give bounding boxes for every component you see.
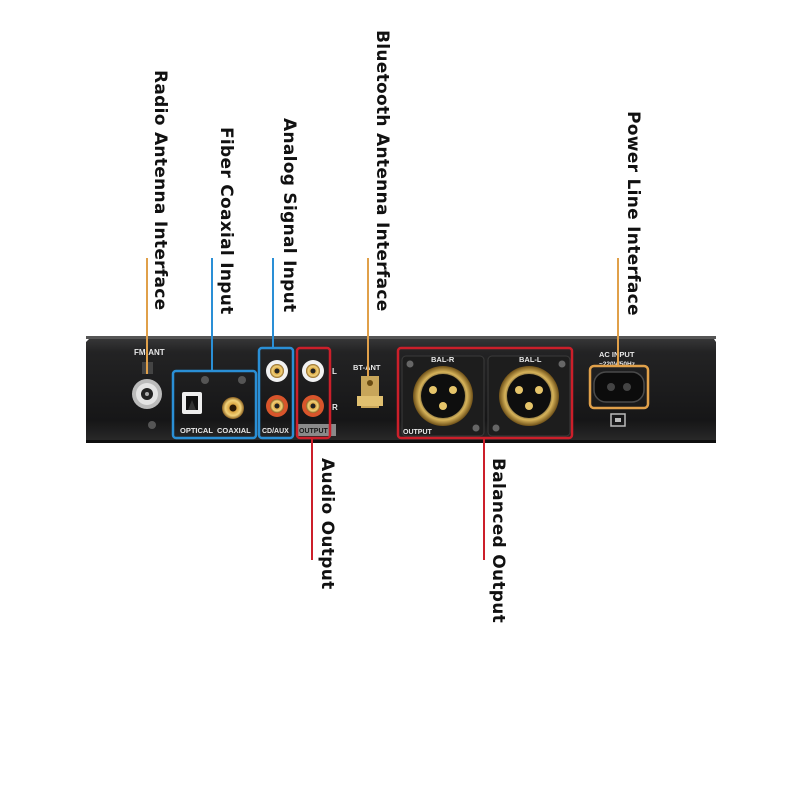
bt-ant-label: BT-ANT xyxy=(353,363,381,372)
radio-antenna-callout: Radio Antenna Interface xyxy=(150,70,170,311)
coaxial-label: COAXIAL xyxy=(217,426,251,435)
bluetooth-antenna-callout: Bluetooth Antenna Interface xyxy=(372,30,392,312)
xlr-bal-r xyxy=(401,355,485,437)
xlr-bal-l xyxy=(487,355,571,437)
cd-aux-label: CD/AUX xyxy=(262,428,289,435)
channel-l-label: L xyxy=(332,367,337,376)
coaxial-input xyxy=(222,397,244,419)
analog-input-highlight xyxy=(257,346,295,440)
bal-l-label: BAL-L xyxy=(519,355,542,364)
bt-antenna-connector xyxy=(357,376,383,408)
screw xyxy=(148,421,156,429)
power-line-callout: Power Line Interface xyxy=(623,111,643,316)
fm-antenna-jack xyxy=(132,362,162,409)
rca-output-jacks xyxy=(296,360,336,436)
bal-r-label: BAL-R xyxy=(431,355,455,364)
screw xyxy=(201,376,209,384)
channel-r-label: R xyxy=(332,403,338,412)
optical-label: OPTICAL xyxy=(180,426,213,435)
ac-input-label: AC INPUT xyxy=(599,350,635,359)
optical-input xyxy=(182,392,202,414)
ac-power-inlet xyxy=(593,371,645,427)
cd-aux-inputs xyxy=(266,360,288,417)
fm-ant-label: FM-ANT xyxy=(134,348,165,357)
fiber-coaxial-highlight xyxy=(171,369,258,440)
balanced-output-callout: Balanced Output xyxy=(488,458,508,624)
output-rca-label: OUTPUT xyxy=(299,428,329,435)
xlr-output-label: OUTPUT xyxy=(403,429,433,436)
fiber-coaxial-callout: Fiber Coaxial Input xyxy=(216,127,236,315)
screw xyxy=(238,376,246,384)
audio-output-callout: Audio Output xyxy=(317,458,337,590)
audio-output-highlight xyxy=(295,346,332,440)
analog-signal-callout: Analog Signal Input xyxy=(279,118,299,313)
